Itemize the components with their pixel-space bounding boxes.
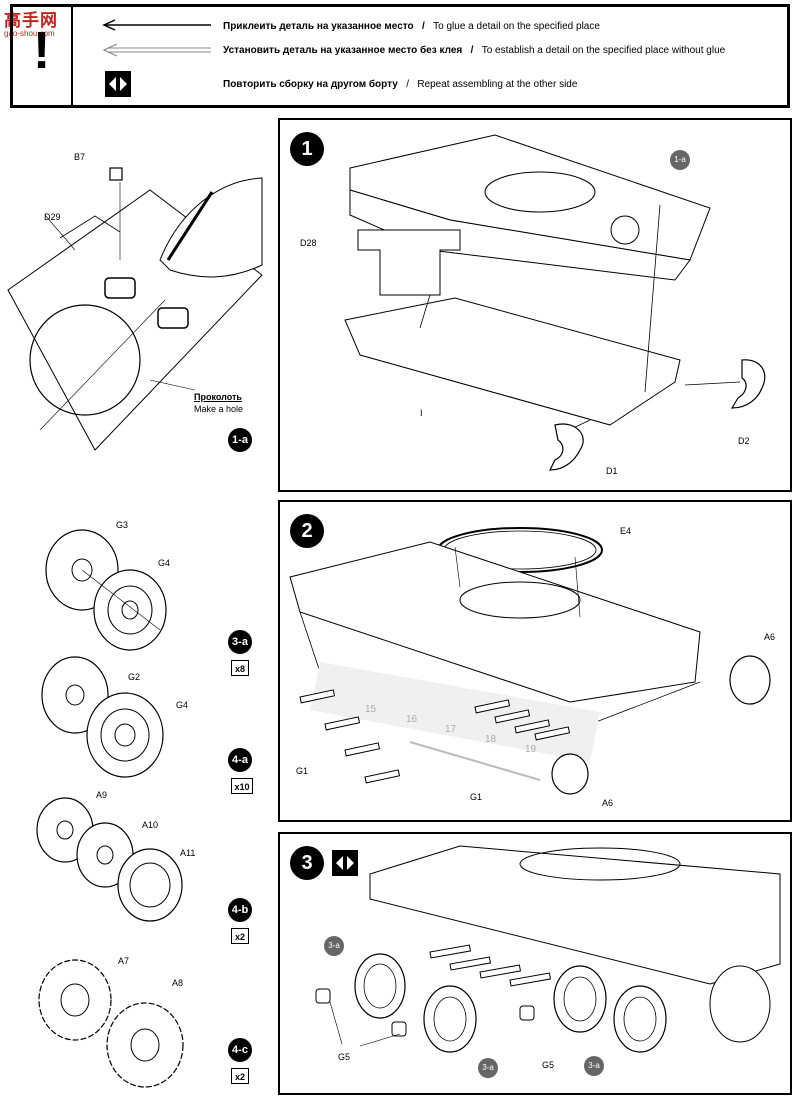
hull-floor-drawing	[7, 167, 263, 451]
legend-sep-3: /	[406, 79, 409, 90]
repeat-side-icon-step3	[332, 850, 358, 876]
step-2-drawing	[289, 527, 771, 795]
watermark-title: 高手网	[4, 11, 58, 30]
step-1-panel: 1 1-a D28 I D1 D2	[278, 118, 792, 492]
legend-glue-ru: Приклеить деталь на указанное место	[223, 21, 414, 32]
legend-sep-2: /	[470, 45, 474, 56]
label-e4: E4	[620, 526, 632, 536]
noglue-arrow-icon	[102, 43, 211, 57]
label-g4-a: G4	[158, 558, 171, 568]
qty-3a: x8	[231, 660, 249, 676]
warning-mark: !	[33, 22, 51, 80]
step-3-badge-2: 3-a	[478, 1058, 498, 1078]
wheel-subassemblies: G3 G4 3-a x8 G2 G4 4-a x10 A9 A10 A11 4-…	[0, 500, 270, 1095]
step-3-badge-3: 3-a	[584, 1056, 604, 1076]
label-d29: D29	[44, 212, 61, 222]
legend-noglue-en: To establish a detail on the specified p…	[481, 45, 726, 56]
label-d2: D2	[738, 436, 750, 446]
step-3-number: 3	[290, 846, 324, 880]
glue-arrow-icon	[102, 19, 211, 31]
badge-1a: 1-a	[228, 428, 252, 452]
label-g1-left: G1	[296, 766, 309, 776]
step-3-panel: 3 3-a 3-a 3-a G5 G5	[278, 832, 792, 1095]
label-g1-right: G1	[470, 792, 483, 802]
hole-label-ru: Проколоть	[194, 392, 242, 402]
legend-repeat-en: Repeat assembling at the other side	[417, 79, 578, 90]
legend-box: ! Приклеить деталь на указанное место / …	[10, 4, 790, 108]
legend-glue: Приклеить деталь на указанное место / To…	[223, 21, 600, 32]
step-1-number: 1	[290, 132, 324, 166]
label-a6-bottom: A6	[602, 798, 614, 808]
label-b7: B7	[74, 152, 86, 162]
label-d1: D1	[606, 466, 618, 476]
legend-repeat: Повторить сборку на другом борту / Repea…	[223, 79, 577, 90]
badge-4b: 4-b	[228, 898, 252, 922]
badge-3a: 3-a	[228, 630, 252, 654]
step-1-drawing	[344, 134, 766, 471]
wheel-drawings	[36, 529, 184, 1088]
ruler-mark-16: 16	[406, 714, 418, 725]
watermark-url: gao-shou.com	[4, 29, 55, 38]
label-g5-left: G5	[338, 1052, 351, 1062]
badge-4c: 4-c	[228, 1038, 252, 1062]
badge-4a: 4-a	[228, 748, 252, 772]
label-g2: G2	[128, 672, 141, 682]
sub-1a-area: B7 D29 Проколоть Make a hole 1-a	[0, 120, 270, 490]
hole-label-en: Make a hole	[194, 404, 244, 414]
label-a9: A9	[96, 790, 108, 800]
repeat-side-icon	[105, 71, 131, 97]
label-a10: A10	[142, 820, 159, 830]
ruler-mark-15: 15	[365, 704, 377, 715]
label-d28: D28	[300, 238, 317, 248]
step-2-panel: 2 E4 A6 A6 G1 G1 15 16 17 18 19	[278, 500, 792, 822]
label-a7: A7	[118, 956, 130, 966]
step-2-number: 2	[290, 514, 324, 548]
watermark-logo: 高手网 gao-shou.com	[4, 6, 68, 38]
legend-glue-en: To glue a detail on the specified place	[433, 21, 600, 32]
legend-noglue-ru: Установить деталь на указанное место без…	[223, 45, 463, 56]
legend-sep-1: /	[422, 21, 425, 32]
label-a11: A11	[180, 848, 196, 858]
qty-4b: x2	[231, 928, 249, 944]
label-a6-top: A6	[764, 632, 776, 642]
label-g3: G3	[116, 520, 129, 530]
label-a8: A8	[172, 978, 184, 988]
label-g5-right: G5	[542, 1060, 555, 1070]
ruler-mark-18: 18	[485, 734, 497, 745]
legend-repeat-ru: Повторить сборку на другом борту	[223, 79, 398, 90]
label-i: I	[420, 408, 423, 418]
qty-4c: x2	[231, 1068, 249, 1084]
qty-4a: x10	[231, 778, 253, 794]
legend-divider	[71, 7, 73, 105]
ruler-mark-19: 19	[525, 744, 537, 755]
label-g4-b: G4	[176, 700, 189, 710]
ruler-mark-17: 17	[445, 724, 457, 735]
step-3-badge-1: 3-a	[324, 936, 344, 956]
step-1-ref-badge: 1-a	[670, 150, 690, 170]
step-3-drawing	[315, 845, 781, 1053]
legend-noglue: Установить деталь на указанное место без…	[223, 45, 725, 56]
